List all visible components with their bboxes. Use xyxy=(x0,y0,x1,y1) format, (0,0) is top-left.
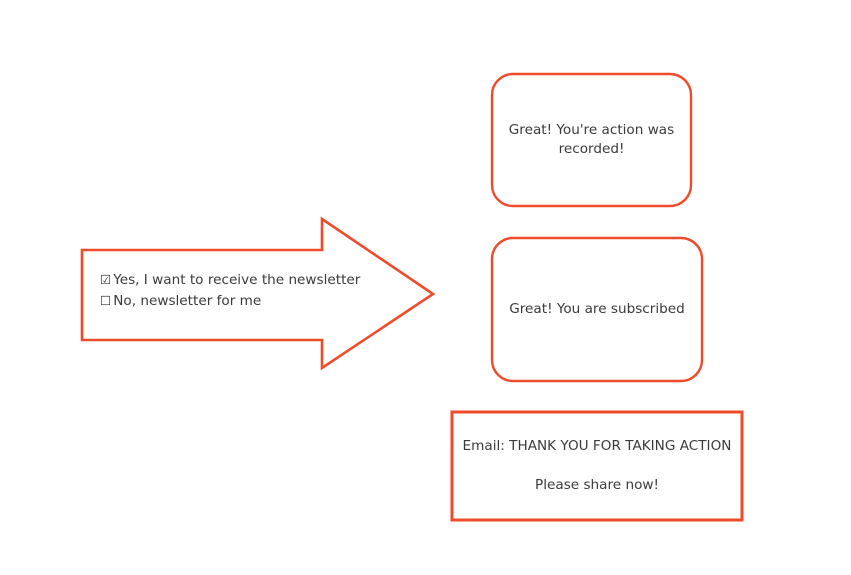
newsletter-option-no[interactable]: ☐No, newsletter for me xyxy=(100,291,315,312)
subscribed-box-text: Great! You are subscribed xyxy=(492,238,702,381)
email-line-2: Please share now! xyxy=(535,477,659,493)
newsletter-options-group: ☑Yes, I want to receive the newsletter ☐… xyxy=(100,270,360,312)
newsletter-option-no-label: No, newsletter for me xyxy=(113,292,262,309)
checkbox-unchecked-icon[interactable]: ☐ xyxy=(100,292,112,308)
newsletter-option-yes-label: Yes, I want to receive the newsletter xyxy=(113,272,361,288)
confirmation-line-2: recorded! xyxy=(558,141,625,157)
subscribed-line-1: Great! You are subscribed xyxy=(509,301,685,317)
email-box-text: Email: THANK YOU FOR TAKING ACTION Pleas… xyxy=(452,412,742,520)
checkbox-checked-icon[interactable]: ☑ xyxy=(100,272,112,287)
email-line-1: Email: THANK YOU FOR TAKING ACTION xyxy=(462,438,732,454)
confirmation-box-text: Great! You're action was recorded! xyxy=(492,74,691,206)
newsletter-option-yes[interactable]: ☑Yes, I want to receive the newsletter xyxy=(100,270,360,291)
confirmation-line-1: Great! You're action was xyxy=(508,122,675,138)
